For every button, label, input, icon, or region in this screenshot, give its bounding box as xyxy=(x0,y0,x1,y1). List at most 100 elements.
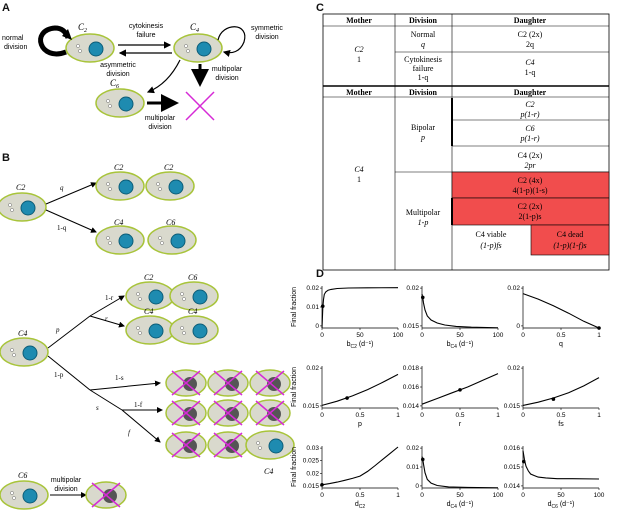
marker-point xyxy=(420,457,425,462)
c-mul-d2v: 2(1-p)s xyxy=(518,212,541,221)
x-tick-label: 50 xyxy=(356,332,364,339)
x-axis-label: dC6 (d⁻¹) xyxy=(548,501,575,510)
c-viable-v: (1-p)fs xyxy=(480,241,501,250)
b-d6: C6 xyxy=(188,273,197,282)
series-line xyxy=(321,373,399,406)
c-mul-d1: C2 (4x) xyxy=(518,176,543,185)
y-tick-label: 0.015 xyxy=(303,483,320,490)
c-mul-d1v: 4(1-p)(1-s) xyxy=(512,186,547,195)
c-dead: C4 dead xyxy=(557,230,583,239)
b-c6-mother: C6 xyxy=(18,471,27,480)
y-tick-label: 0.02 xyxy=(306,285,319,292)
x-axis-label: dC4 (d⁻¹) xyxy=(447,501,474,510)
x-tick-label: 1 xyxy=(496,412,500,419)
b-d4: C6 xyxy=(166,218,175,227)
b-f: f xyxy=(128,429,131,437)
c-mul-d2: C2 (2x) xyxy=(518,202,543,211)
b-d1: C2 xyxy=(114,163,123,172)
c-c2: C2 xyxy=(354,45,363,54)
y-tick-label: 0.016 xyxy=(504,445,521,452)
c-normal: Normal xyxy=(411,30,436,39)
c-c4: C4 xyxy=(354,165,363,174)
b-d5: C2 xyxy=(144,273,153,282)
panel-label-a: A xyxy=(2,2,10,14)
b-c4-viable: C4 xyxy=(264,467,273,476)
y-tick-label: 0.015 xyxy=(504,403,521,410)
c-1q: 1-q xyxy=(418,73,429,82)
c-bipolar: Bipolar xyxy=(411,123,435,132)
c-c2-1: 1 xyxy=(357,55,361,64)
x-tick-label: 0 xyxy=(521,332,525,339)
cell-c2 xyxy=(65,33,115,63)
x-tick-label: 100 xyxy=(493,492,504,499)
series-line xyxy=(321,446,399,486)
y-tick-label: 0.03 xyxy=(306,445,319,452)
y-tick-label: 0.02 xyxy=(507,365,520,372)
c-dead-v: (1-p)(1-f)s xyxy=(553,241,586,250)
c-c4-1: 1 xyxy=(357,175,361,184)
x-tick-label: 0 xyxy=(420,412,424,419)
y-tick-label: 0.02 xyxy=(306,365,319,372)
c-2q: 2q xyxy=(526,40,534,49)
b-1r: 1-r xyxy=(105,294,114,302)
y-tick-label: 0.016 xyxy=(403,384,420,391)
y-tick-label: 0.015 xyxy=(403,323,420,330)
x-tick-label: 0.5 xyxy=(556,332,565,339)
x-axis-label: fs xyxy=(558,421,564,428)
b-c4-mother: C4 xyxy=(18,329,27,338)
marker-point xyxy=(521,459,526,464)
b-1q: 1-q xyxy=(57,224,67,232)
c-h-mother: Mother xyxy=(346,16,372,25)
y-tick-label: 0.018 xyxy=(403,365,420,372)
x-tick-label: 1 xyxy=(597,332,601,339)
x-axis-label: dC2 xyxy=(355,501,366,510)
series-line xyxy=(522,293,600,329)
panel-label-d: D xyxy=(316,268,324,280)
x-tick-label: 1 xyxy=(396,492,400,499)
c-multipolar: Multipolar xyxy=(406,208,441,217)
b-r: r xyxy=(105,315,108,323)
x-axis-label: r xyxy=(459,421,462,428)
b-1p: 1-p xyxy=(54,371,64,379)
c-q: q xyxy=(421,40,425,49)
c-h2-mother: Mother xyxy=(346,88,372,97)
c-bip-d3: C4 (2x) xyxy=(518,151,543,160)
c-p: p xyxy=(420,133,425,142)
y-tick-label: 0.014 xyxy=(504,483,521,490)
x-axis-label: q xyxy=(559,341,563,348)
c-normal-d: C2 (2x) xyxy=(518,30,543,39)
x-tick-label: 100 xyxy=(393,332,404,339)
c6-label: C6 xyxy=(110,78,119,90)
series-line xyxy=(522,450,600,480)
panel-b: C2 q 1-q C2 C2 C4 C6 C4 p 1-p 1-r r C2 C… xyxy=(0,163,295,510)
y-axis-label: Final fraction xyxy=(291,287,298,327)
marker-point xyxy=(420,295,425,300)
y-tick-label: 0 xyxy=(315,323,319,330)
x-tick-label: 50 xyxy=(456,492,464,499)
c-h-division: Division xyxy=(409,16,438,25)
c-bip-d2: C6 xyxy=(525,124,534,133)
series-line xyxy=(421,456,499,489)
c-cyto-d2: 1-q xyxy=(525,68,536,77)
panel-label-b: B xyxy=(2,152,10,164)
normal-loop-arrow xyxy=(38,25,71,57)
x-tick-label: 50 xyxy=(557,492,565,499)
c-1p: 1-p xyxy=(418,218,429,227)
marker-point xyxy=(551,397,556,401)
y-tick-label: 0.01 xyxy=(406,464,419,471)
c-bip-d2v: p(1-r) xyxy=(519,134,539,143)
y-tick-label: 0.01 xyxy=(306,304,319,311)
x-tick-label: 100 xyxy=(493,332,504,339)
series-line xyxy=(321,287,399,329)
